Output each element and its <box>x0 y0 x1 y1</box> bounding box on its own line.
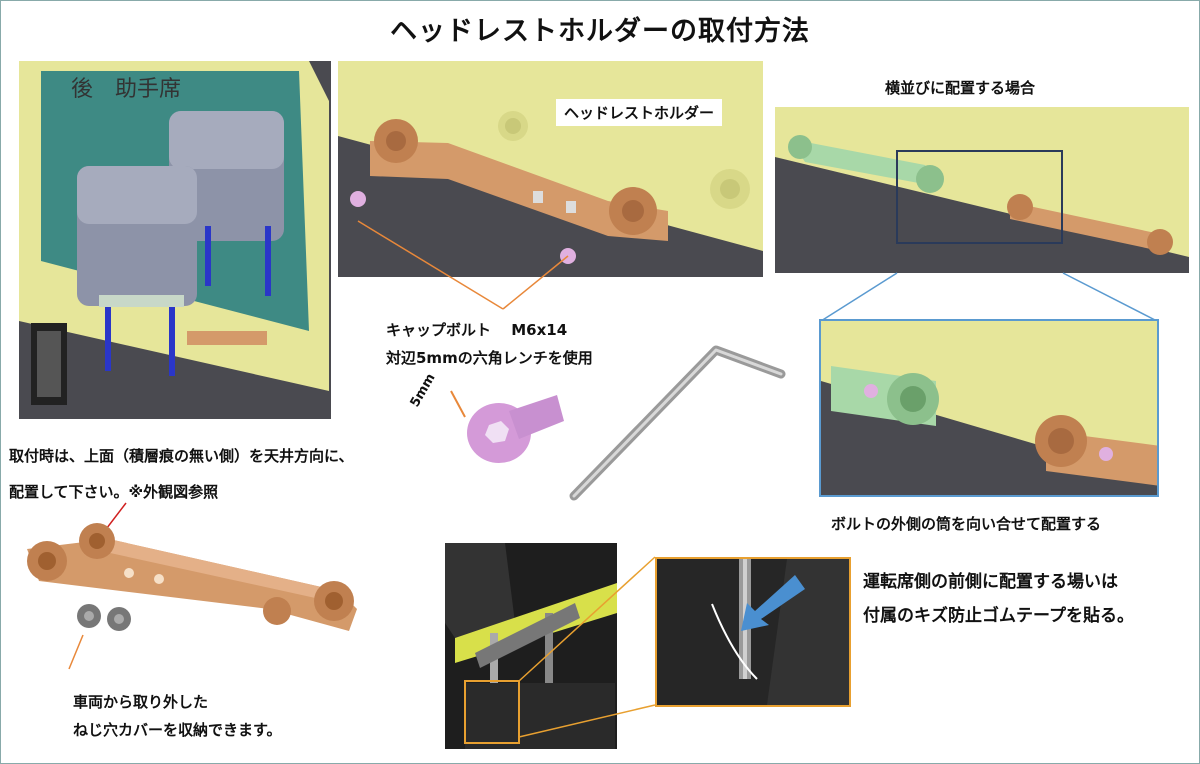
bolt-callout-lines <box>357 220 569 310</box>
photo-zoom-lines <box>518 556 656 738</box>
zoom-detail-illustration <box>821 321 1157 495</box>
install-note-line2: 配置して下さい。※外観図参照 <box>9 483 219 501</box>
driver-note-line1: 運転席側の前側に配置する場いは <box>863 572 1118 592</box>
sign-text: 後 助手席 <box>71 77 182 102</box>
cover-callout-line <box>68 634 84 670</box>
cap-bolt-illustration <box>450 390 564 463</box>
zoom-detail-render <box>819 319 1159 497</box>
overview-illustration <box>19 61 331 419</box>
bracket-illustration <box>27 502 357 631</box>
installed-photo <box>445 543 617 749</box>
install-note-line1: 取付時は、上面（積層痕の無い側）を天井方向に、 <box>9 447 354 465</box>
side-by-side-render <box>775 107 1189 273</box>
installed-photo-illustration <box>445 543 617 749</box>
bolt-caption-line2: 対辺5mmの六角レンチを使用 <box>386 349 593 367</box>
zoom-connector-lines <box>820 272 1158 322</box>
driver-note-line2: 付属のキズ防止ゴムテープを貼る。 <box>863 606 1134 626</box>
detail-photo-illustration <box>657 559 849 705</box>
zoom-caption: ボルトの外側の筒を向い合せて配置する <box>831 515 1102 533</box>
side-by-side-caption: 横並びに配置する場合 <box>885 79 1036 97</box>
side-by-side-illustration <box>775 107 1189 273</box>
storage-note-line1: 車両から取り外した <box>73 693 209 711</box>
detail-photo <box>655 557 851 707</box>
bolt-caption-line1: キャップボルト M6x14 <box>386 321 568 339</box>
storage-note-line2: ねじ穴カバーを収納できます。 <box>73 721 282 739</box>
overview-render: 後 助手席 <box>19 61 331 419</box>
holder-callout-label: ヘッドレストホルダー <box>556 99 723 126</box>
holder-installed-render: ヘッドレストホルダー <box>338 61 763 277</box>
hex-key-illustration <box>569 345 786 501</box>
page-title: ヘッドレストホルダーの取付方法 <box>390 16 810 47</box>
